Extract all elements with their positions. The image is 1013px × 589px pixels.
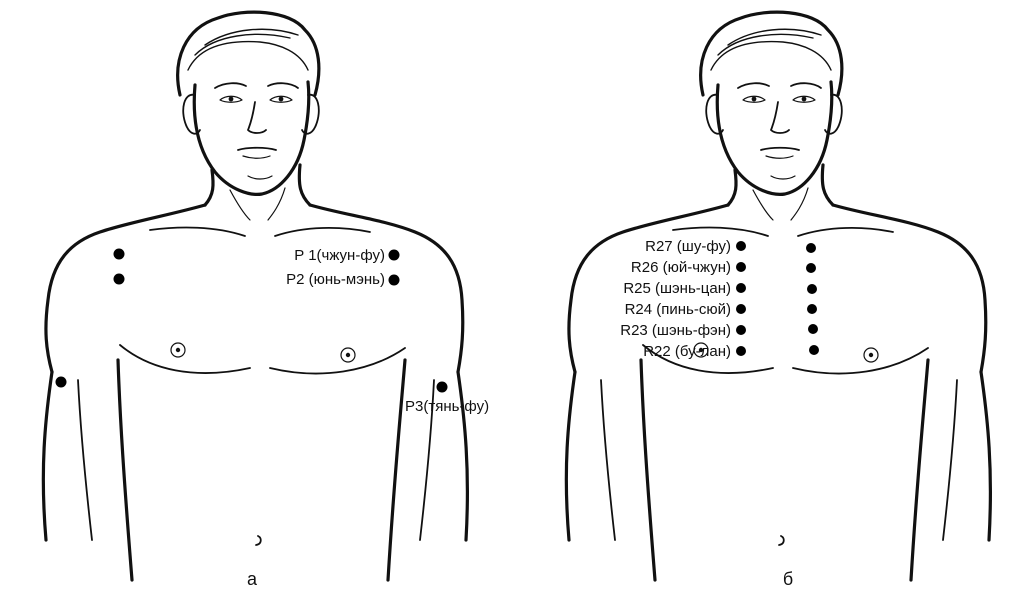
point-label: R23 (шэнь-фэн) (620, 322, 731, 339)
point-marker (806, 263, 816, 273)
point-marker (114, 274, 125, 285)
point-label: R25 (шэнь-цан) (623, 280, 731, 297)
point-label: R27 (шу-фу) (645, 238, 731, 255)
point-marker (389, 250, 400, 261)
point-marker (807, 284, 817, 294)
point-marker (114, 249, 125, 260)
point-marker (806, 243, 816, 253)
point-marker (736, 346, 746, 356)
point-marker (808, 324, 818, 334)
point-label: P 1(чжун-фу) (294, 247, 385, 264)
point-label: P2 (юнь-мэнь) (286, 271, 385, 288)
point-label: R22 (бу-лан) (643, 343, 731, 360)
point-label: R26 (юй-чжун) (631, 259, 731, 276)
point-label: R24 (пинь-сюй) (625, 301, 731, 318)
panel-a: P 1(чжун-фу) P2 (юнь-мэнь) P3(тянь-фу) а (43, 12, 489, 589)
point-marker (736, 304, 746, 314)
point-label: P3(тянь-фу) (405, 398, 489, 415)
point-marker (389, 275, 400, 286)
point-marker (736, 241, 746, 251)
point-marker (736, 283, 746, 293)
point-marker (736, 325, 746, 335)
point-marker (437, 382, 448, 393)
point-marker (56, 377, 67, 388)
point-marker (809, 345, 819, 355)
point-marker (736, 262, 746, 272)
panel-letter: а (247, 569, 258, 589)
panel-b: R27 (шу-фу) R26 (юй-чжун) R25 (шэнь-цан)… (566, 12, 990, 589)
point-marker (807, 304, 817, 314)
panel-letter: б (783, 569, 793, 589)
